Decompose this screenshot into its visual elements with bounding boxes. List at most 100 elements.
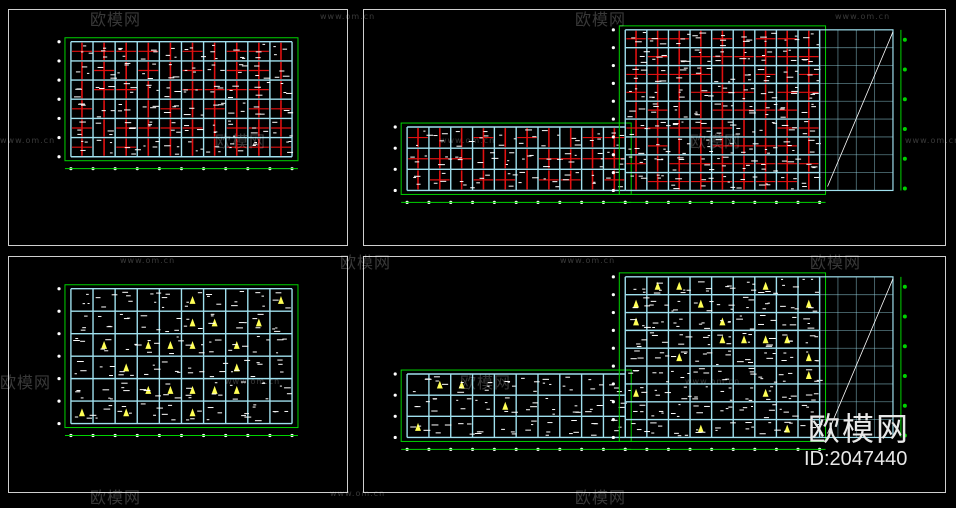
annotation-mark — [790, 356, 794, 358]
annotation-mark — [661, 175, 664, 177]
annotation-mark — [781, 124, 789, 126]
annotation-mark — [640, 69, 648, 71]
annotation-mark — [109, 152, 113, 154]
annotation-mark — [718, 370, 722, 372]
annotation-mark — [771, 97, 778, 99]
annotation-mark — [177, 371, 181, 373]
axis-bubble — [611, 63, 615, 68]
rebar-note — [145, 385, 152, 394]
annotation-mark — [802, 278, 805, 280]
annotation-mark — [778, 374, 784, 376]
annotation-mark — [814, 360, 818, 362]
annotation-mark — [507, 160, 510, 162]
annotation-mark — [780, 305, 786, 307]
annotation-mark — [479, 177, 485, 179]
annotation-mark — [139, 389, 147, 391]
annotation-mark — [638, 152, 645, 154]
axis-bubble — [57, 59, 61, 63]
annotation-mark — [153, 368, 161, 370]
annotation-mark — [483, 131, 488, 133]
annotation-mark — [780, 107, 786, 109]
annotation-mark — [152, 105, 160, 107]
annotation-mark — [728, 92, 735, 94]
annotation-mark — [716, 304, 721, 306]
annotation-mark — [431, 410, 438, 412]
annotation-mark — [694, 49, 700, 51]
annotation-mark — [117, 72, 120, 74]
annotation-mark — [86, 417, 93, 419]
annotation-mark — [99, 366, 103, 368]
annotation-mark — [487, 385, 490, 387]
annotation-mark — [214, 339, 222, 341]
drawing-panel-bottom-right — [363, 256, 946, 493]
axis-bubble — [57, 116, 61, 120]
annotation-mark — [651, 432, 655, 434]
annotation-mark — [156, 292, 162, 294]
annotation-mark — [660, 121, 666, 123]
annotation-mark — [810, 427, 817, 429]
annotation-mark — [661, 341, 668, 343]
annotation-mark — [745, 164, 750, 166]
annotation-mark — [655, 125, 660, 127]
annotation-mark — [751, 289, 757, 291]
annotation-mark — [562, 385, 566, 387]
annotation-mark — [640, 387, 644, 389]
annotation-mark — [806, 163, 812, 165]
annotation-mark — [695, 114, 701, 116]
annotation-mark — [209, 351, 214, 353]
annotation-mark — [218, 104, 224, 106]
annotation-mark — [749, 328, 755, 330]
annotation-mark — [288, 140, 292, 142]
annotation-mark — [665, 355, 670, 357]
rebar-note — [167, 385, 174, 394]
annotation-mark — [781, 160, 788, 162]
annotation-mark — [99, 88, 105, 90]
annotation-mark — [744, 74, 751, 76]
annotation-mark — [652, 58, 656, 60]
annotation-mark — [687, 372, 690, 374]
annotation-mark — [79, 121, 86, 123]
annotation-mark — [706, 310, 713, 312]
annotation-mark — [641, 96, 645, 98]
axis-bubble — [57, 155, 61, 159]
annotation-mark — [478, 431, 484, 433]
annotation-mark — [476, 431, 481, 433]
annotation-mark — [153, 414, 156, 416]
diagonal-line — [827, 31, 894, 187]
annotation-mark — [730, 308, 734, 310]
axis-bubble — [902, 344, 907, 349]
annotation-mark — [739, 315, 742, 317]
annotation-mark — [77, 133, 82, 135]
annotation-mark — [722, 379, 727, 381]
annotation-mark — [207, 69, 212, 71]
annotation-mark — [765, 303, 769, 305]
annotation-mark — [186, 318, 190, 320]
annotation-mark — [722, 156, 729, 158]
annotation-mark — [110, 110, 115, 112]
annotation-mark — [161, 361, 168, 363]
annotation-mark — [809, 130, 816, 132]
drawing-id-label: ID:2047440 — [804, 448, 908, 470]
annotation-mark — [598, 384, 604, 386]
annotation-mark — [463, 184, 467, 186]
annotation-mark — [702, 353, 707, 355]
annotation-mark — [134, 343, 138, 345]
annotation-mark — [228, 123, 234, 125]
annotation-mark — [760, 36, 767, 38]
annotation-mark — [441, 133, 448, 135]
annotation-mark — [505, 164, 508, 166]
annotation-mark — [618, 163, 624, 165]
annotation-mark — [630, 175, 634, 177]
annotation-mark — [629, 90, 632, 92]
annotation-mark — [658, 425, 663, 427]
annotation-mark — [704, 94, 709, 96]
annotation-mark — [680, 292, 686, 294]
annotation-mark — [197, 292, 203, 294]
annotation-mark — [682, 152, 686, 154]
annotation-mark — [695, 37, 701, 39]
annotation-mark — [117, 410, 123, 412]
annotation-mark — [640, 411, 644, 413]
annotation-mark — [280, 83, 284, 84]
annotation-mark — [414, 406, 421, 408]
annotation-mark — [128, 412, 132, 414]
